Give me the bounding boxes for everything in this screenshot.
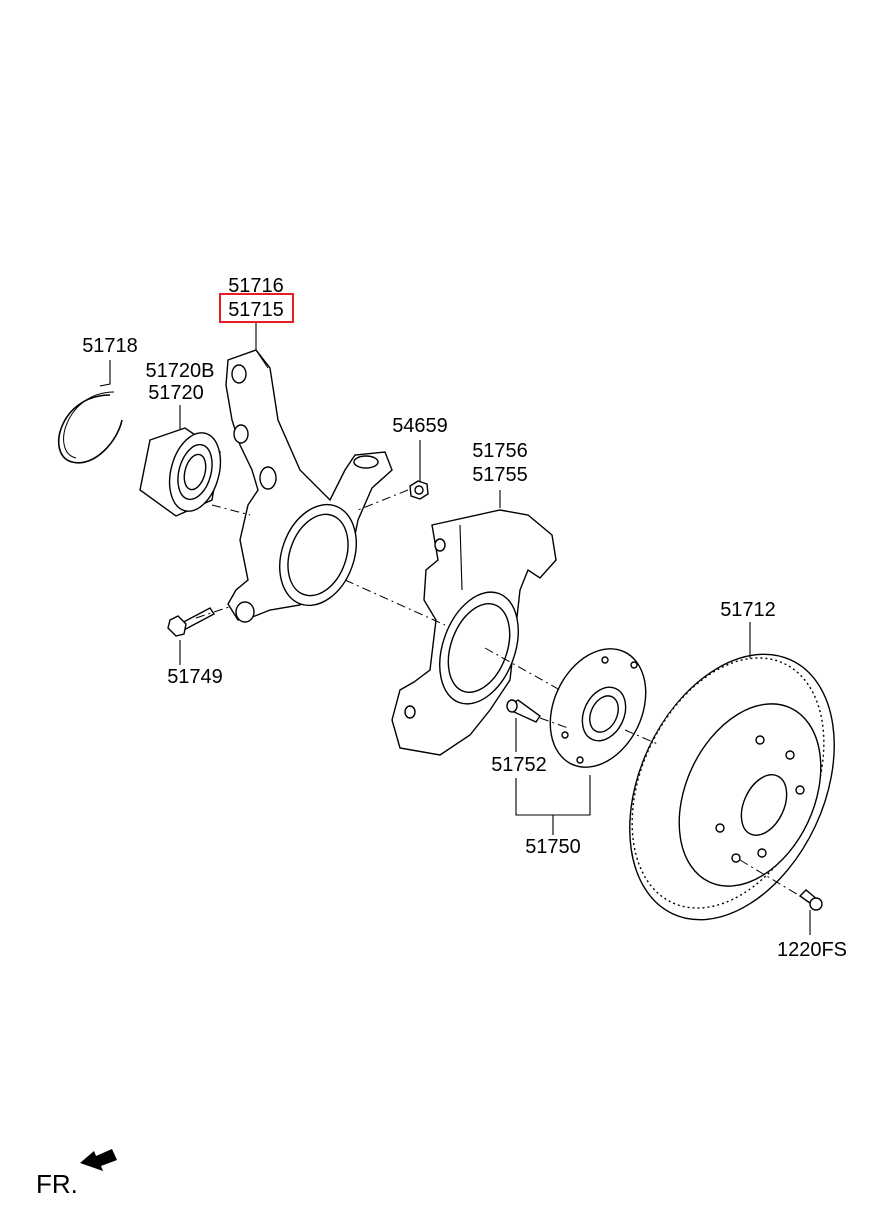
steering-knuckle[interactable] [225,349,393,623]
nut[interactable] [409,480,429,500]
part-label-51715[interactable]: 51715 [228,299,284,321]
part-label-51718[interactable]: 51718 [82,335,138,357]
part-label-51749[interactable]: 51749 [167,666,223,688]
highlight-box [219,293,294,323]
wheel-bearing[interactable] [139,427,229,517]
snap-ring[interactable] [57,391,123,464]
part-label-51712[interactable]: 51712 [720,599,776,621]
wheel-hub[interactable] [532,633,664,783]
leader-lines [99,322,811,935]
part-label-51720b[interactable]: 51720B [146,360,215,382]
part-label-51716[interactable]: 51716 [228,275,284,297]
part-label-51755[interactable]: 51755 [472,464,528,486]
hub-bolt[interactable] [506,699,541,723]
disc-screw[interactable] [798,889,823,911]
front-arrow-icon [80,1149,117,1171]
part-label-51752[interactable]: 51752 [491,754,547,776]
part-label-51720[interactable]: 51720 [148,382,204,404]
part-label-51756[interactable]: 51756 [472,440,528,462]
part-label-54659[interactable]: 54659 [392,415,448,437]
brake-disc[interactable] [589,621,874,953]
knuckle-bolt[interactable] [167,607,216,637]
front-direction-label: FR. [36,1169,78,1199]
dust-cover[interactable] [391,509,557,756]
assembly-centerlines [195,489,801,897]
part-label-51750[interactable]: 51750 [525,836,581,858]
part-label-1220fs[interactable]: 1220FS [777,939,847,961]
front-direction-indicator: FR. [36,1149,117,1199]
